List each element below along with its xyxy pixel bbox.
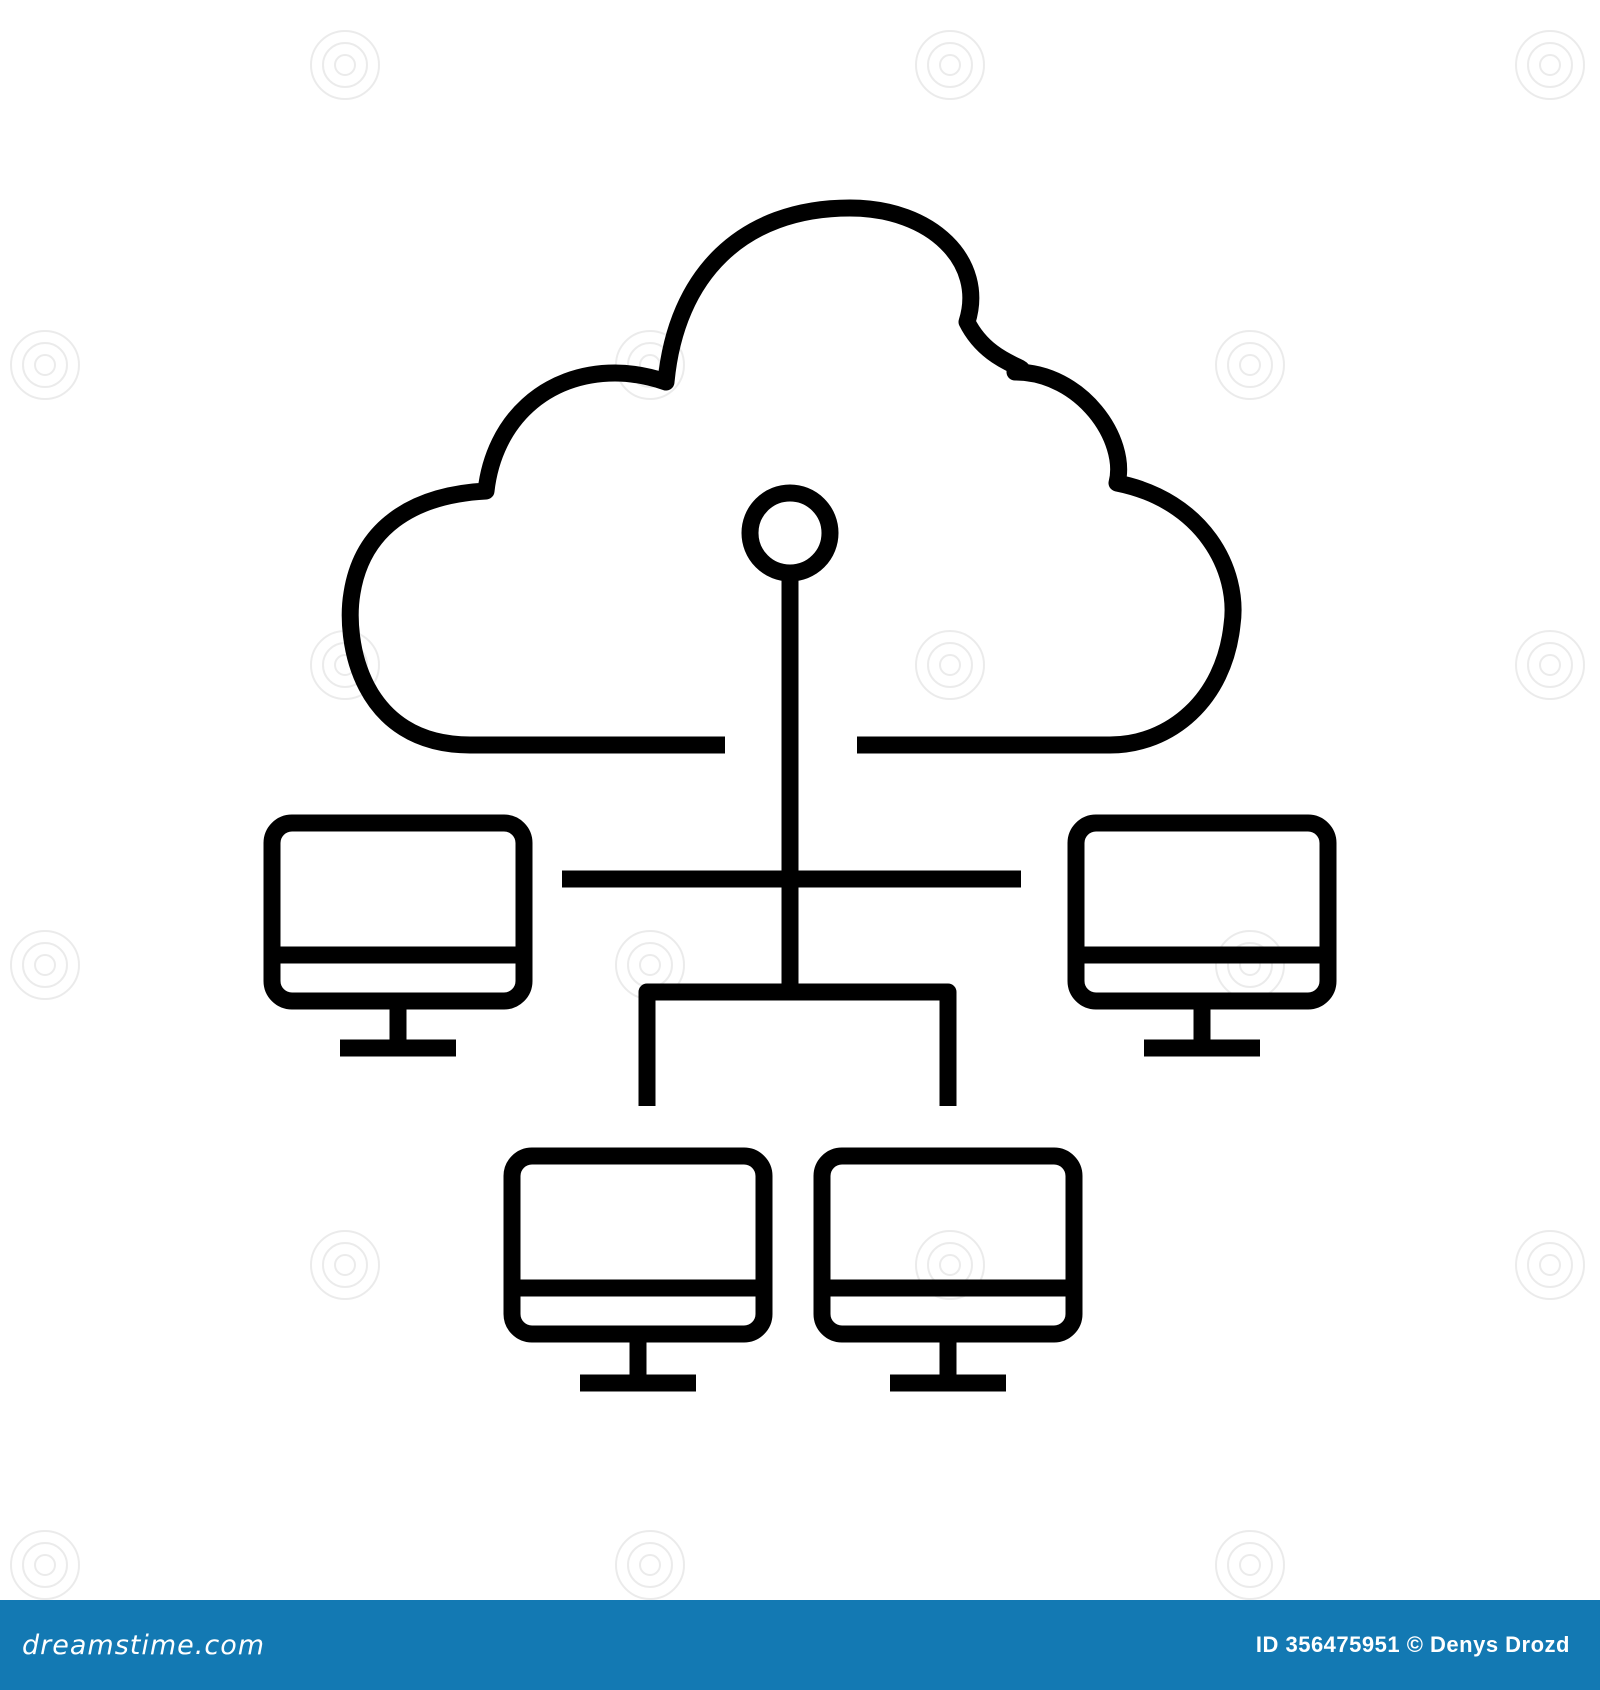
image-credit: ID 356475951 © Denys Drozd (1255, 1632, 1570, 1657)
monitor-icon (503, 1147, 773, 1392)
monitor-icon (263, 814, 533, 1057)
cloud-network-illustration (10, 30, 1585, 1600)
monitor-icon (1067, 814, 1337, 1057)
watermark-pattern (10, 30, 1585, 1600)
hub-node-icon (741, 484, 839, 582)
brand-logo-text: dreamstime.com (22, 1629, 266, 1661)
cloud-icon (341, 199, 1242, 754)
monitor-icon (813, 1147, 1083, 1392)
branch-line (638, 983, 957, 1106)
footer-bar: dreamstime.com ID 356475951 © Denys Droz… (0, 1600, 1600, 1690)
